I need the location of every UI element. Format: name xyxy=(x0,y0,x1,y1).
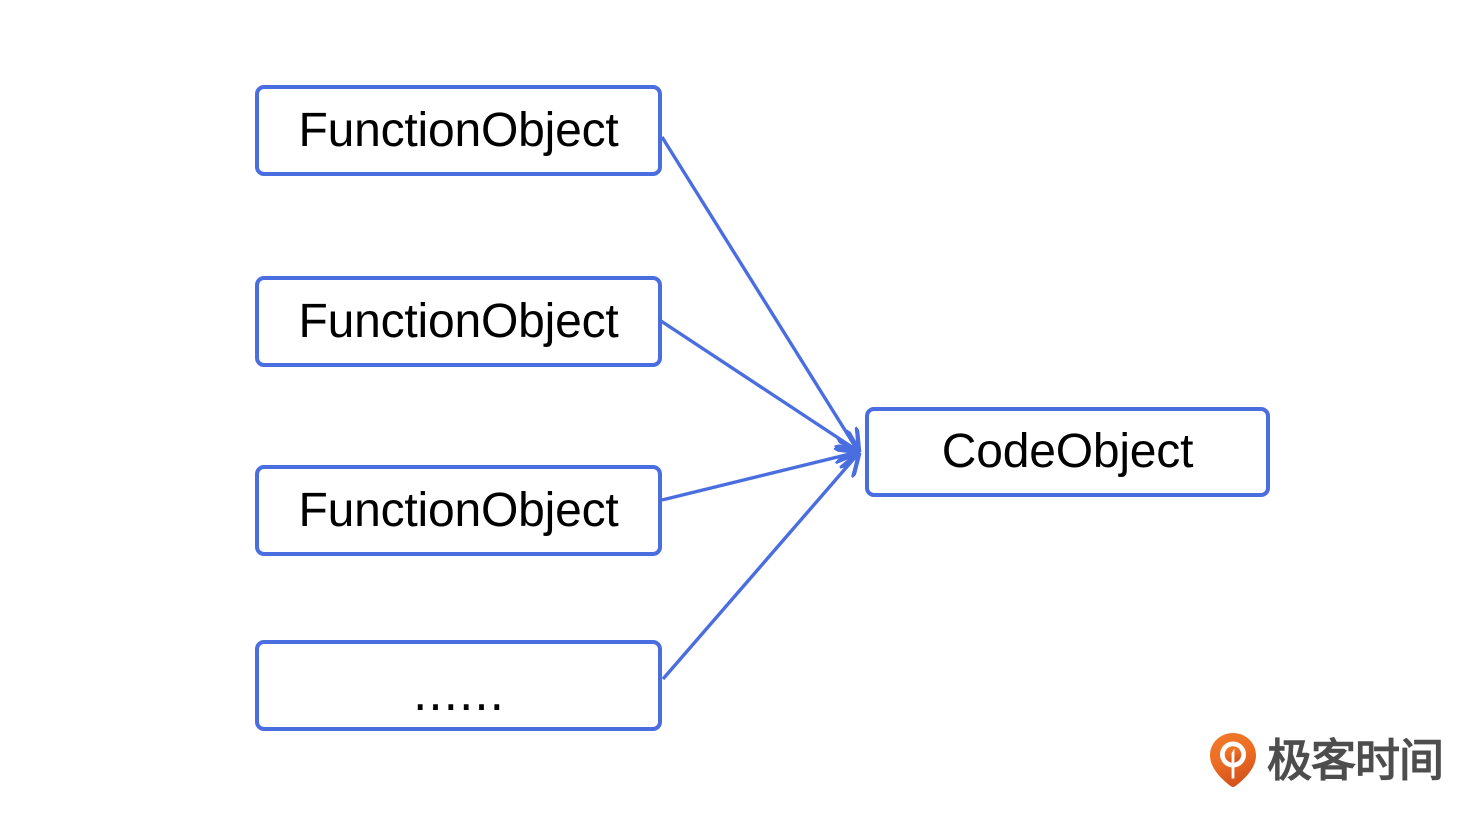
node-ellipsis[interactable]: …… xyxy=(255,640,662,731)
brand-logo: 极客时间 xyxy=(1209,729,1444,791)
node-code-object[interactable]: CodeObject xyxy=(865,407,1270,497)
node-label: FunctionObject xyxy=(298,294,619,348)
geektime-pin-icon xyxy=(1210,733,1256,787)
node-function-object-3[interactable]: FunctionObject xyxy=(255,465,662,556)
node-label: FunctionObject xyxy=(298,483,619,537)
edge-function-object-3-to-code-object xyxy=(661,452,858,502)
node-label: …… xyxy=(412,666,505,721)
node-function-object-2[interactable]: FunctionObject xyxy=(255,276,662,367)
node-label: CodeObject xyxy=(941,425,1194,478)
node-label: FunctionObject xyxy=(298,103,619,157)
node-function-object-1[interactable]: FunctionObject xyxy=(255,85,662,176)
edge-function-object-1-to-code-object xyxy=(660,136,858,451)
edge-ellipsis-to-code-object xyxy=(661,454,858,681)
edge-function-object-2-to-code-object xyxy=(660,319,858,451)
brand-name: 极客时间 xyxy=(1267,733,1444,787)
